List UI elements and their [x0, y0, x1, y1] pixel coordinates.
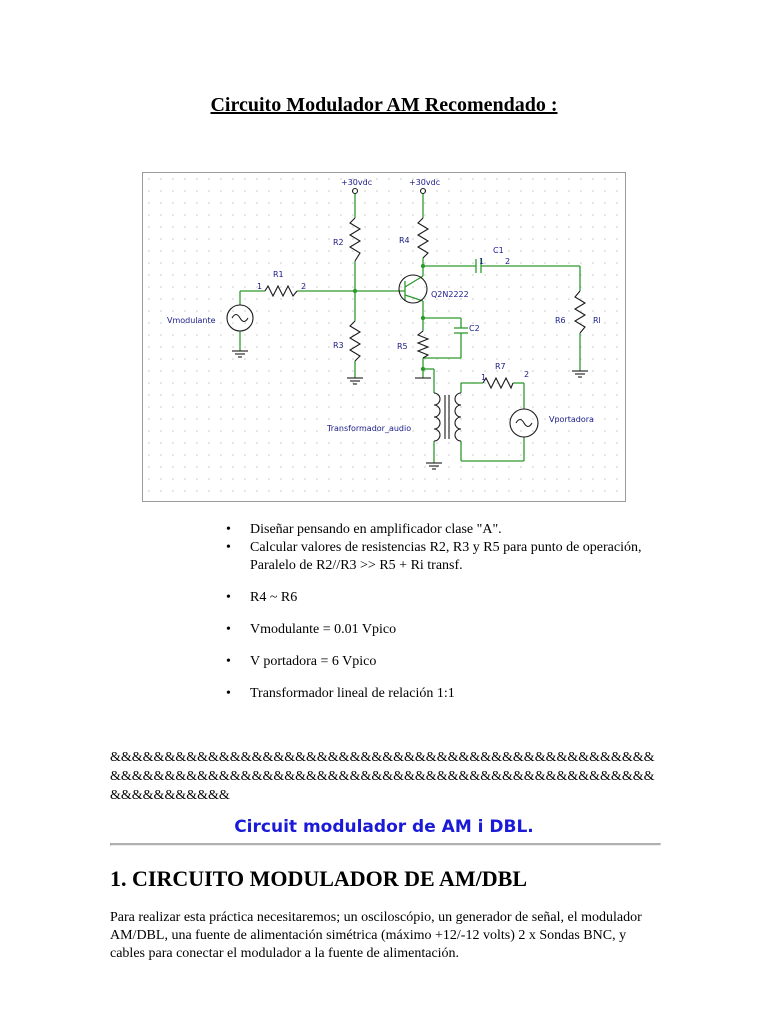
junction-dots	[352, 263, 426, 372]
r1-label: R1	[273, 270, 284, 279]
supply-label-right: +30vdc	[409, 178, 440, 187]
pin-label: 1	[479, 257, 484, 266]
components	[226, 187, 588, 470]
list-item: R4 ~ R6	[226, 589, 666, 607]
r6-label: R6	[555, 316, 566, 325]
blue-heading: Circuit modulador de AM i DBL.	[234, 817, 534, 837]
page-title: Circuito Modulador AM Recomendado :	[210, 94, 558, 116]
transistor-label: Q2N2222	[431, 290, 469, 299]
r5-label: R5	[397, 342, 408, 351]
body-paragraph: Para realizar esta práctica necesitaremo…	[110, 910, 642, 961]
requirements-list: Diseñar pensando en amplificador clase "…	[226, 521, 666, 703]
vmodulante-label: Vmodulante	[167, 316, 216, 325]
supply-label-left: +30vdc	[341, 178, 372, 187]
pin-label: 2	[505, 257, 510, 266]
component-labels: +30vdc +30vdc R1 R2 R3 R4 R5 R6 R7 Rl C1…	[167, 178, 601, 433]
wires	[239, 193, 581, 463]
grid-background	[143, 173, 625, 501]
list-item: Diseñar pensando en amplificador clase "…	[226, 521, 666, 539]
r2-label: R2	[333, 238, 344, 247]
divider	[110, 843, 661, 846]
circuit-schematic: +30vdc +30vdc R1 R2 R3 R4 R5 R6 R7 Rl C1…	[142, 172, 626, 502]
transformer-label: Transformador_audio	[326, 424, 411, 433]
list-item: Transformador lineal de relación 1:1	[226, 685, 666, 703]
r4-label: R4	[399, 236, 410, 245]
c1-label: C1	[493, 246, 504, 255]
pin-label: 2	[524, 370, 529, 379]
list-item: Calcular valores de resistencias R2, R3 …	[226, 539, 666, 575]
vportadora-label: Vportadora	[549, 415, 594, 424]
c2-label: C2	[469, 324, 480, 333]
section-heading: 1. CIRCUITO MODULADOR DE AM/DBL	[110, 866, 528, 891]
list-item: V portadora = 6 Vpico	[226, 653, 666, 671]
separator-text: &&&&&&&&&&&&&&&&&&&&&&&&&&&&&&&&&&&&&&&&…	[110, 750, 655, 803]
r7-label: R7	[495, 362, 506, 371]
r3-label: R3	[333, 341, 344, 350]
rl-label: Rl	[593, 316, 601, 325]
list-item: Vmodulante = 0.01 Vpico	[226, 621, 666, 639]
pin-label: 1	[257, 282, 262, 291]
pin-label: 1	[481, 373, 486, 382]
pin-label: 2	[301, 282, 306, 291]
